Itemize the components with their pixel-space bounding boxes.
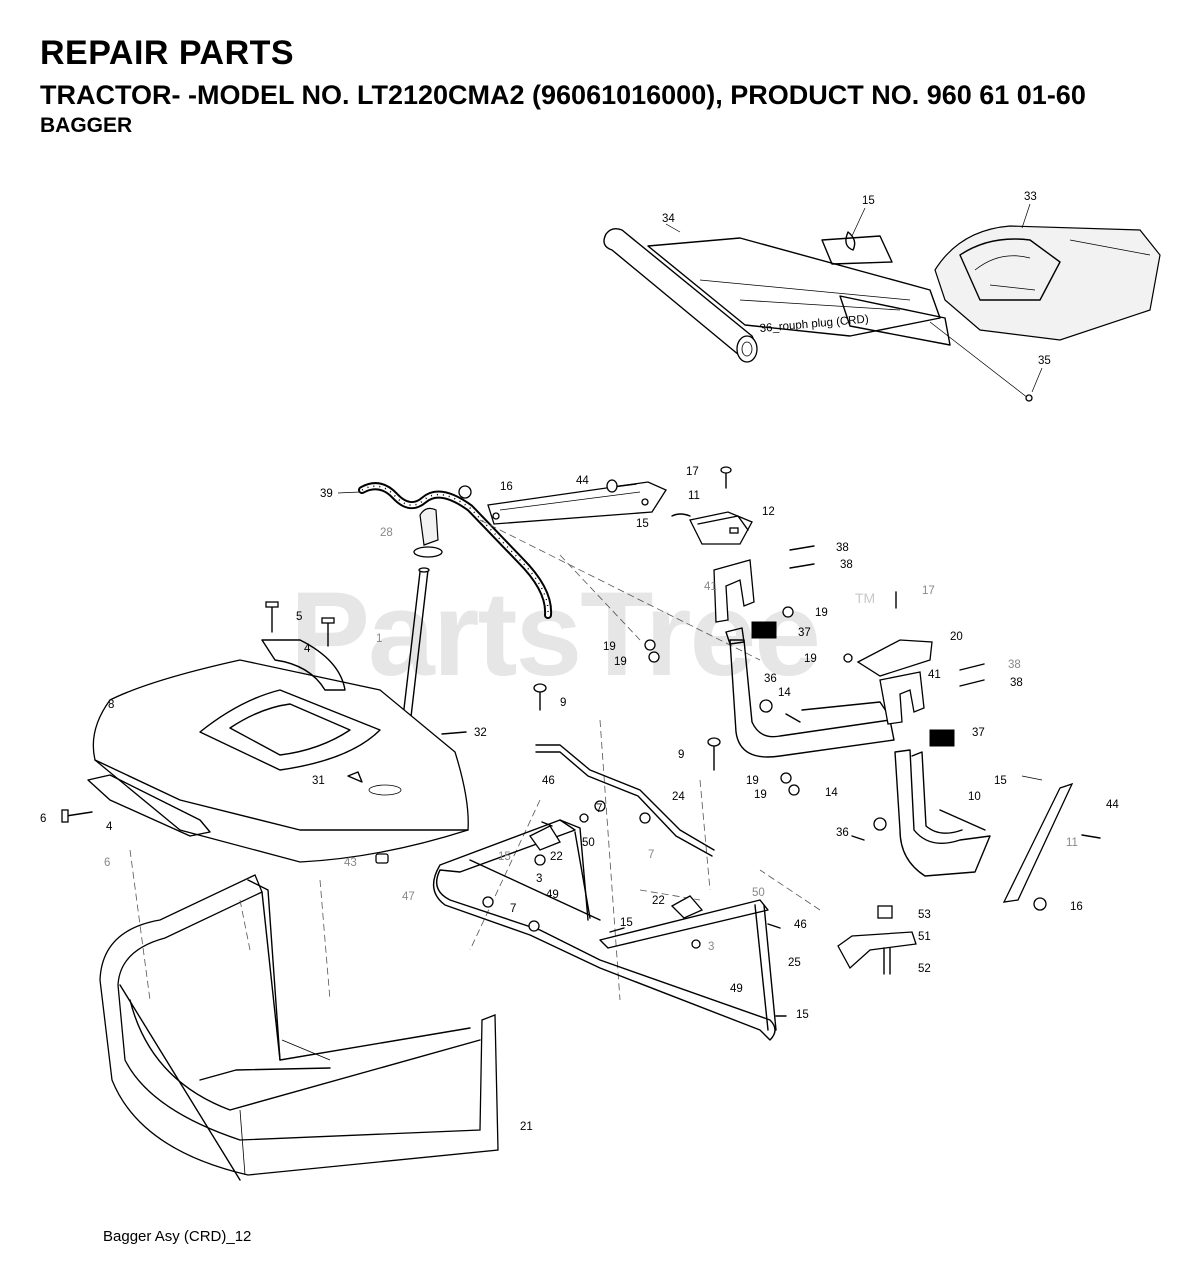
callout-44: 44 [1106, 799, 1119, 811]
callout-38: 38 [1010, 677, 1023, 689]
callout-16: 16 [500, 481, 513, 493]
model-subtitle: TRACTOR- -MODEL NO. LT2120CMA2 (96061016… [40, 80, 1086, 110]
watermark-trademark: TM [855, 590, 876, 606]
callout-25: 25 [788, 957, 801, 969]
callout-50: 50 [752, 887, 765, 899]
callout-37: 37 [798, 627, 811, 639]
page-title: REPAIR PARTS [40, 34, 295, 72]
callout-22: 22 [652, 895, 665, 907]
callout-15: 15 [862, 195, 875, 207]
callout-15: 15 [620, 917, 633, 929]
hitch-frame [644, 545, 1101, 911]
callout-7: 7 [596, 803, 602, 815]
callout-31: 31 [312, 775, 325, 787]
grass-bag [99, 874, 499, 1181]
callout-9: 9 [560, 697, 566, 709]
callout-38: 38 [840, 559, 853, 571]
callout-22: 22 [550, 851, 563, 863]
callout-6: 6 [40, 813, 46, 825]
callout-20: 20 [950, 631, 963, 643]
callout-39: 39 [320, 488, 333, 500]
callout-33: 33 [1024, 191, 1037, 203]
callout-14: 14 [778, 687, 791, 699]
callout-49: 49 [546, 889, 559, 901]
callout-36: 36 [836, 827, 849, 839]
callout-3: 3 [536, 873, 542, 885]
callout-52: 52 [918, 963, 931, 975]
callout-14: 14 [825, 787, 838, 799]
callout-34: 34 [662, 213, 675, 225]
callout-10: 10 [968, 791, 981, 803]
callout-46: 46 [794, 919, 807, 931]
callout-51: 51 [918, 931, 931, 943]
callout-7: 7 [648, 849, 654, 861]
callout-41: 41 [928, 669, 941, 681]
callout-21: 21 [520, 1121, 533, 1133]
callout-46: 46 [542, 775, 555, 787]
diagram-footer-code: Bagger Asy (CRD)_12 [103, 1228, 252, 1245]
callout-labels: 34 15 33 35 39 16 44 17 11 15 12 28 38 3… [40, 191, 1119, 1133]
alignment-lines [129, 519, 821, 1001]
callout-9: 9 [678, 749, 684, 761]
callout-24: 24 [672, 791, 685, 803]
callout-16: 16 [1070, 901, 1083, 913]
callout-3: 3 [708, 941, 714, 953]
callout-36: 36 [764, 673, 777, 685]
callout-32: 32 [474, 727, 487, 739]
callout-12: 12 [762, 506, 775, 518]
callout-53: 53 [918, 909, 931, 921]
callout-50: 50 [582, 837, 595, 849]
callout-4: 4 [304, 643, 311, 655]
callout-41: 41 [704, 581, 717, 593]
callout-49: 49 [730, 983, 743, 995]
callout-7: 7 [510, 903, 516, 915]
callout-19: 19 [614, 656, 627, 668]
callout-19: 19 [754, 789, 767, 801]
callout-19: 19 [603, 641, 616, 653]
callout-11: 11 [1066, 837, 1078, 849]
callout-44: 44 [576, 475, 589, 487]
callout-15: 15 [796, 1009, 809, 1021]
callout-11: 11 [688, 490, 700, 502]
callout-15: 15 [636, 518, 649, 530]
callout-35: 35 [1038, 355, 1051, 367]
callout-8: 8 [108, 699, 114, 711]
callout-37: 37 [972, 727, 985, 739]
callout-6: 6 [104, 857, 110, 869]
callout-15: 15 [994, 775, 1007, 787]
callout-38: 38 [836, 542, 849, 554]
callout-4: 4 [106, 821, 113, 833]
callout-19: 19 [746, 775, 759, 787]
callout-47: 47 [402, 891, 415, 903]
callout-19: 19 [804, 653, 817, 665]
upper-bracket [458, 466, 753, 545]
callout-5: 5 [296, 611, 302, 623]
section-heading: BAGGER [40, 114, 133, 137]
callout-15: 15 [498, 851, 511, 863]
callout-38: 38 [1008, 659, 1021, 671]
callout-43: 43 [344, 857, 357, 869]
callout-19: 19 [815, 607, 828, 619]
hitch-assembly: 36_rouph plug (CRD) [603, 203, 1161, 402]
callout-17: 17 [686, 466, 699, 478]
bag-cover [61, 601, 469, 864]
bag-frame [432, 683, 917, 1041]
callout-17: 17 [922, 585, 935, 597]
callout-28: 28 [380, 527, 393, 539]
callout-1: 1 [376, 633, 382, 645]
